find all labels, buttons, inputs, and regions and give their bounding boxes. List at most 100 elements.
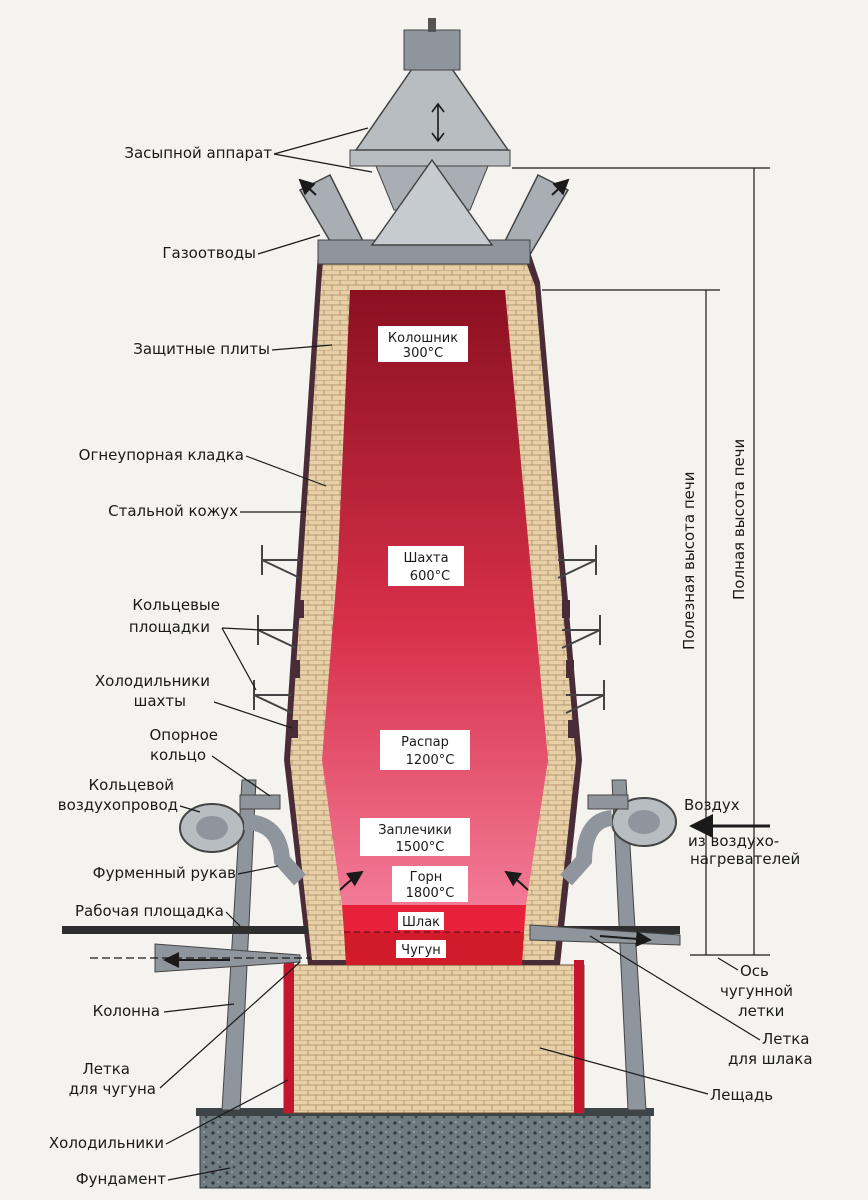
label-support-ring-2: кольцо <box>150 746 206 764</box>
leader-work-platform <box>225 911 241 927</box>
leader-column <box>163 1003 235 1013</box>
leader-coolers <box>165 1079 289 1145</box>
leader-support-ring <box>211 755 271 797</box>
label-refractory: Огнеупорная кладка <box>79 446 244 464</box>
zone-box-shaft <box>388 546 464 586</box>
bustle-pipe <box>179 794 677 886</box>
left-labels: Засыпной аппарат Газоотводы Защитные пли… <box>49 127 373 1188</box>
label-charging-device: Засыпной аппарат <box>124 144 272 162</box>
label-taphole-axis-3: летки <box>738 1002 784 1020</box>
zone-iron-name: Чугун <box>401 943 441 958</box>
label-iron-taphole-1: Летка <box>83 1060 131 1078</box>
ring-platforms <box>253 545 605 714</box>
tuyere-stock-right <box>560 810 614 886</box>
platform-right-3 <box>565 680 605 714</box>
zone-box-slag <box>398 912 444 930</box>
leader-slag-notch <box>589 935 761 1041</box>
zone-box-hearth <box>392 866 468 902</box>
label-support-ring-1: Опорное <box>149 726 218 744</box>
work-platform-left <box>62 926 308 934</box>
leader-ring-platforms <box>221 627 263 691</box>
zone-belly-temp: 1200°C <box>406 753 455 768</box>
foundation-block <box>199 1111 651 1189</box>
leader-charging-device <box>273 127 373 173</box>
label-foundation: Фундамент <box>76 1170 167 1188</box>
hearth-bottom-bricks <box>283 964 585 1114</box>
leader-protective-plates <box>271 344 333 351</box>
zone-bosh-name: Заплечики <box>378 823 452 838</box>
slag-flow-arrow <box>599 930 652 947</box>
shaft-cooler <box>562 600 570 618</box>
work-platform-right <box>560 926 680 934</box>
shaft-coolers <box>290 600 576 738</box>
label-work-platform: Рабочая площадка <box>75 902 224 920</box>
top-rod <box>428 18 436 32</box>
right-hearth-cooler <box>574 960 584 1113</box>
zone-box-iron <box>396 940 446 958</box>
label-air-source-1: из воздухо- <box>688 832 779 850</box>
label-iron-taphole-2: для чугуна <box>69 1080 156 1098</box>
right-labels: Воздух из воздухо- нагревателей Ось чугу… <box>539 439 813 1104</box>
label-taphole-axis-2: чугунной <box>720 982 793 1000</box>
label-shaft-coolers-1: Холодильники <box>95 672 210 690</box>
zone-throat-temp: 300°C <box>403 346 443 361</box>
platform-left-1 <box>261 545 301 579</box>
leader-taphole-axis <box>717 957 739 971</box>
label-total-height: Полная высота печи <box>730 439 748 600</box>
zone-box-bosh <box>360 818 470 856</box>
tuyere-arrow-left <box>339 870 364 891</box>
label-slag-notch-2: для шлака <box>728 1050 813 1068</box>
zone-bosh-temp: 1500°C <box>396 840 445 855</box>
furnace-interior <box>322 290 548 905</box>
bustle-pipe-right-bore <box>628 810 660 834</box>
label-steel-shell: Стальной кожух <box>108 502 238 520</box>
leader-iron-taphole <box>159 961 301 1089</box>
shaft-cooler <box>566 660 574 678</box>
shaft-cooler <box>290 720 298 738</box>
support-ring-left <box>239 794 281 810</box>
zone-box-belly <box>380 730 470 770</box>
leader-foundation <box>167 1167 231 1181</box>
zone-hearth-name: Горн <box>410 870 443 885</box>
label-air-source-2: нагревателей <box>690 850 800 868</box>
tuyere-stock-left <box>243 814 306 886</box>
label-hearth-bottom: Лещадь <box>710 1086 773 1104</box>
zone-shaft-temp: 600°C <box>410 569 450 584</box>
support-ring-right <box>587 794 629 810</box>
zone-shaft-name: Шахта <box>403 551 448 566</box>
large-bell-cone <box>370 158 494 246</box>
platform-left-2 <box>257 615 297 649</box>
label-ring-platforms-1: Кольцевые <box>132 596 220 614</box>
left-hearth-cooler <box>284 960 294 1113</box>
label-coolers: Холодильники <box>49 1134 164 1152</box>
platform-right-2 <box>561 615 601 649</box>
zone-belly-name: Распар <box>401 735 449 750</box>
leader-gas-outlets <box>257 234 321 255</box>
platform-left-3 <box>253 680 293 714</box>
label-column: Колонна <box>93 1002 160 1020</box>
label-gas-outlets: Газоотводы <box>162 244 256 262</box>
bustle-pipe-left-bore <box>196 816 228 840</box>
zone-box-throat <box>378 326 468 362</box>
label-useful-height: Полезная высота печи <box>680 472 698 651</box>
label-slag-notch-1: Летка <box>762 1030 810 1048</box>
label-shaft-coolers-2: шахты <box>134 692 186 710</box>
leader-hearth-bottom <box>539 1047 709 1095</box>
platform-right-1 <box>557 545 597 579</box>
leader-shaft-coolers <box>213 701 293 729</box>
gas-arrow-right <box>551 178 570 196</box>
small-bell-cone <box>354 38 510 151</box>
zone-throat-name: Колошник <box>388 331 458 346</box>
height-dimensions <box>90 167 770 959</box>
label-taphole-axis-1: Ось <box>740 962 769 980</box>
bell-motion-arrow <box>431 102 445 143</box>
zone-labels: Колошник 300°C Шахта 600°C Распар 1200°C… <box>360 326 470 958</box>
tuyere-arrow-right <box>504 870 529 891</box>
label-air: Воздух <box>684 796 740 814</box>
zone-hearth-temp: 1800°C <box>406 886 455 901</box>
leader-refractory <box>245 455 327 487</box>
label-bustle-pipe-1: Кольцевой <box>89 776 174 794</box>
shaft-cooler <box>568 720 576 738</box>
